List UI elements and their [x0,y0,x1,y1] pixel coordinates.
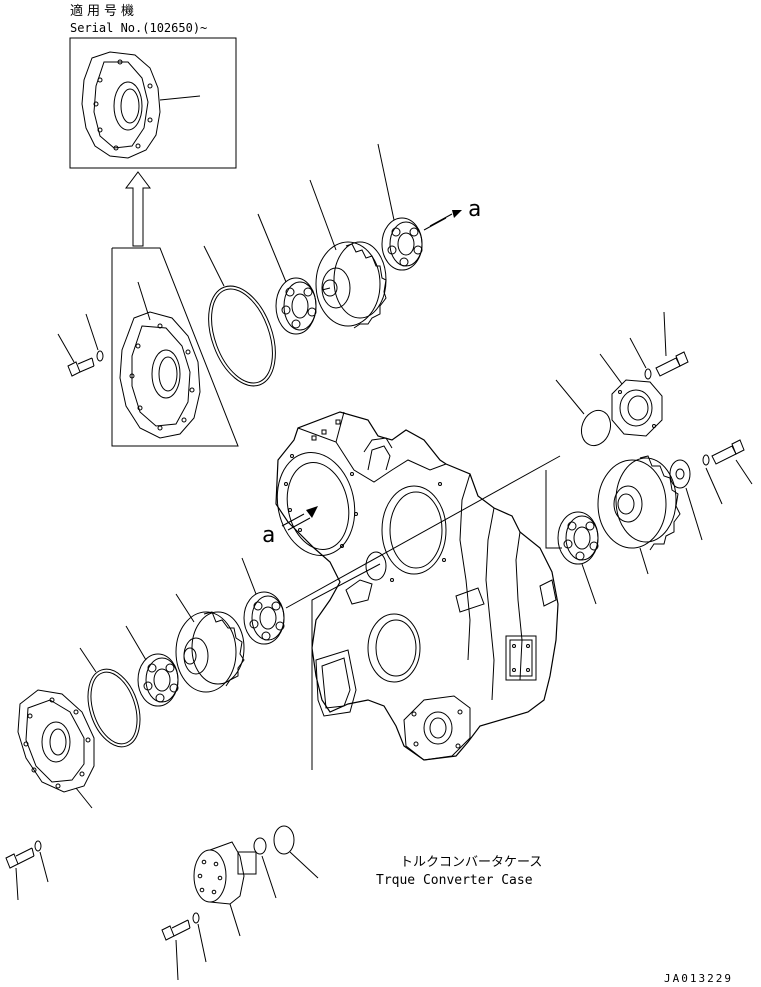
lower-center-bolt-washer [161,912,207,981]
centerline-bracket-right [545,470,562,549]
lower-center-flange [193,841,257,937]
centerline-bracket-left [311,563,381,770]
small-fitting [253,837,277,899]
small-o-ring [273,825,319,879]
right-gear [597,455,681,575]
upper-bearing-right [377,143,423,271]
inset-box-cover [57,247,239,447]
callout-a-top: a [468,197,481,222]
lower-cover [17,689,95,809]
upper-bearing-left [257,213,317,335]
upper-gear [309,179,387,329]
inset-box-alternate-cover [69,37,237,169]
lower-bearing-right [241,557,285,645]
torque-converter-case [275,411,559,761]
right-o-ring [555,379,612,447]
right-cover-plate [599,353,663,437]
lower-left-bolt-washer [5,840,49,901]
callout-a-left: a [262,523,275,548]
right-bolt-bottom [702,439,753,505]
figure-code: JA013229 [664,972,733,985]
right-washer-plate [669,459,703,541]
case-label-english: Trque Converter Case [376,873,533,888]
arrow-to-a-top [423,210,462,231]
serial-number-label: Serial No.(102650)~ [70,21,207,35]
hollow-up-arrow [125,171,151,247]
lower-bearing-left [125,625,179,707]
centerline-long [285,455,561,609]
arrow-to-a-left [281,506,318,531]
lower-gear [175,593,245,693]
lower-o-ring [79,647,141,748]
applicable-serial-label-jp: 適用号機 [70,3,138,19]
right-bolt-top [629,311,689,380]
right-bearing [557,511,599,605]
case-label-japanese: トルクコンバータケース [400,855,542,870]
upper-o-ring [203,245,276,387]
